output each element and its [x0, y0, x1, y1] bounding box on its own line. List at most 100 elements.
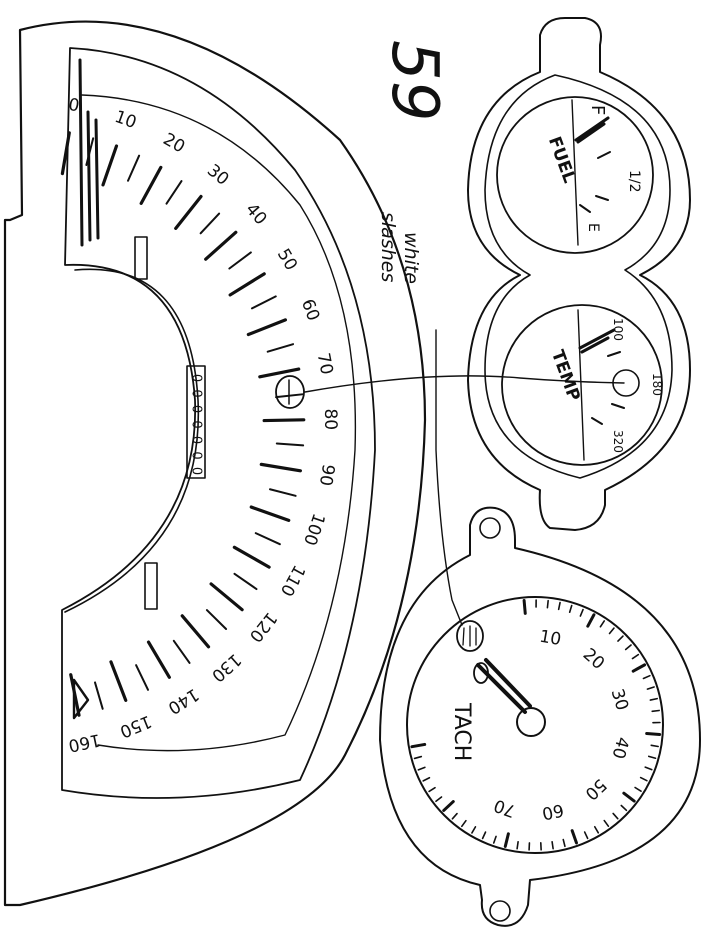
speedometer-tick — [135, 664, 150, 691]
tach-label-number: 20 — [579, 645, 608, 674]
odometer-digit: 0 — [189, 389, 204, 397]
speedometer-label: 50 — [273, 245, 301, 274]
speedometer-label: 80 — [320, 408, 340, 430]
tach-tick — [612, 812, 619, 820]
speedometer-label: 100 — [299, 511, 328, 548]
speedometer-tick — [268, 488, 297, 497]
speedometer-tick — [93, 681, 104, 710]
speedometer-tick — [199, 212, 221, 235]
temp-gauge-label: TEMP — [547, 348, 584, 404]
speedometer-hub-80 — [275, 375, 305, 409]
speedometer-tick — [172, 639, 191, 664]
annotation-line1: white — [400, 232, 422, 284]
tach-label: TACH — [449, 702, 474, 761]
tach-tick — [442, 800, 455, 812]
tach-tick — [568, 604, 573, 614]
odometer-digit: 0 — [189, 436, 204, 444]
tach-white-slashes — [462, 625, 477, 647]
tach-tick — [651, 709, 660, 713]
speedometer-tick — [246, 318, 287, 337]
fuel-gauge-empty: E — [585, 223, 601, 232]
tach-tick — [650, 744, 659, 748]
speedometer-tick — [258, 367, 301, 379]
speedometer-tick — [262, 418, 306, 423]
tach-tick — [617, 635, 624, 642]
tach-tick — [642, 674, 651, 680]
tach-tick — [546, 599, 549, 609]
tach-tick — [603, 819, 610, 828]
tach-tick — [428, 786, 436, 793]
speedometer-tick — [205, 609, 228, 630]
tach-tick — [481, 831, 487, 840]
annotation-leader-tach — [435, 329, 463, 626]
tach-label-number: 50 — [581, 774, 610, 803]
tach-tick — [645, 732, 662, 737]
tach-tick — [631, 663, 647, 673]
odometer-digit: 0 — [189, 405, 204, 413]
speedometer-tick — [165, 180, 183, 205]
tach-tick — [579, 608, 584, 617]
temp-gauge-mid: 180 — [650, 373, 664, 396]
odometer-digit: 0 — [189, 420, 204, 428]
fuel-gauge-half: 1/2 — [626, 170, 642, 193]
speedometer-dial-face — [64, 268, 200, 613]
speedometer-tick — [146, 640, 171, 679]
speedometer-label: 70 — [313, 351, 337, 376]
speedometer-tick — [228, 272, 266, 297]
tach-label-number: 10 — [538, 627, 563, 650]
tach-tick — [522, 598, 527, 615]
speedometer-tick — [180, 614, 211, 649]
tach-tick — [639, 776, 648, 782]
fuel-temp-pod-inner — [484, 74, 673, 479]
temp-gauge-ticks — [591, 351, 625, 425]
speedometer-tick — [69, 673, 81, 717]
speedometer-tick — [127, 154, 141, 182]
speedometer-tick — [85, 137, 95, 166]
tach-tick — [570, 829, 578, 845]
temp-gauge-needle — [578, 328, 616, 354]
speedometer-label: 60 — [297, 296, 323, 323]
tach-tick — [516, 840, 519, 850]
speedometer-label: 20 — [160, 129, 189, 157]
speedometer-label: 40 — [241, 200, 270, 229]
tach-needle — [476, 658, 532, 714]
tach-tick — [417, 766, 426, 771]
speedometer-label: 30 — [203, 161, 232, 190]
tach-tick — [599, 620, 606, 628]
speedometer-tick — [266, 343, 295, 353]
indicator-lamp-top — [134, 236, 148, 280]
fuel-gauge-face — [496, 96, 654, 254]
page-number: 59 — [377, 40, 451, 121]
tach-housing — [379, 506, 701, 927]
speedometer-tick — [259, 462, 303, 473]
speedometer-tick — [209, 582, 244, 612]
tach-tick — [413, 755, 423, 760]
tach-tick — [461, 819, 467, 828]
speedometer-label: 160 — [67, 729, 103, 755]
tach-mount-hole-top — [479, 517, 501, 539]
speedometer-tick — [174, 194, 203, 230]
tach-hub — [516, 707, 546, 737]
temp-gauge-high: 320 — [611, 430, 625, 453]
speedometer-tick — [204, 230, 238, 261]
speedometer-tick — [109, 660, 128, 702]
tach-face — [406, 596, 664, 854]
speedometer-housing — [3, 20, 427, 907]
fuel-gauge-full: F — [587, 105, 608, 115]
speedometer-label: 120 — [245, 608, 281, 646]
speedometer-tick — [233, 572, 258, 591]
temp-gauge-face — [501, 304, 663, 466]
tach-tick — [422, 776, 431, 782]
tach-mount-hole-bottom — [489, 900, 511, 922]
speedometer-tick — [232, 545, 271, 569]
temp-gauge-centerline — [577, 309, 585, 461]
tach-tick — [503, 832, 510, 848]
fuel-temp-pod-housing — [467, 17, 691, 531]
speedometer-tick — [254, 532, 281, 546]
speedometer-tick — [60, 131, 71, 176]
tach-ticks — [410, 598, 662, 851]
annotation-line2: slashes — [377, 212, 399, 282]
temp-gauge-low: 100 — [611, 318, 625, 341]
speedometer-tick — [139, 165, 163, 205]
